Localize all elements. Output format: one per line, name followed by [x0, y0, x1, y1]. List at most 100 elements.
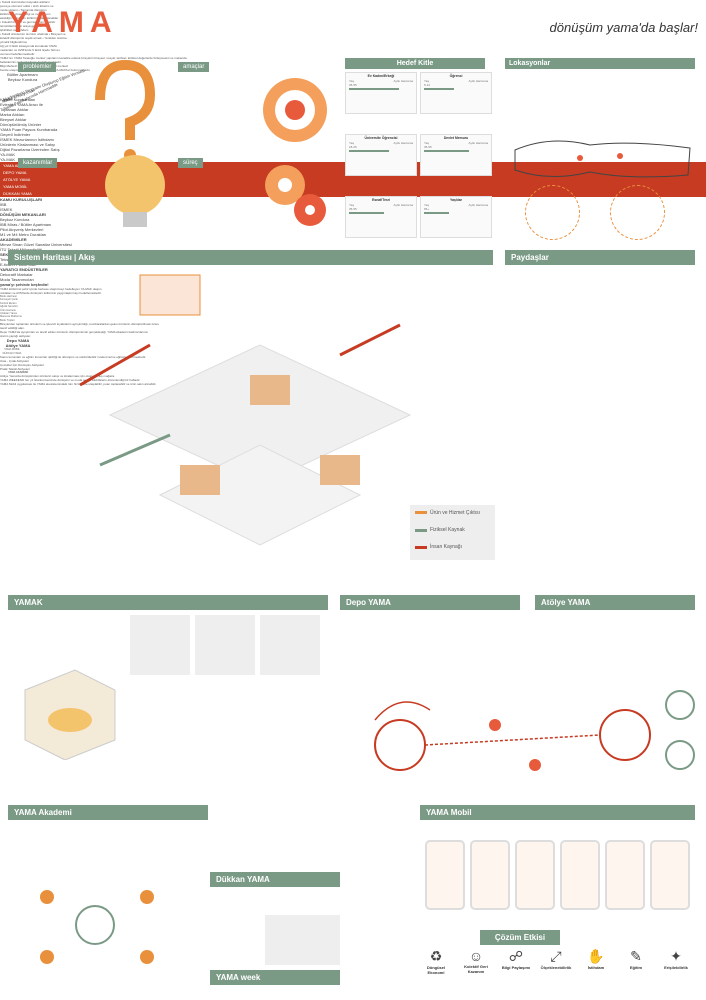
surec-text: Ağ yol 3 farklı lokasyonda kurulacak YAM… — [0, 44, 60, 56]
yamak-caption: yama'yı şehirde keşfedin! — [0, 282, 49, 287]
problemler-text: • Tekstil üretiminden kaynaklı atıkların… — [0, 0, 59, 20]
people-icon: ☺ — [468, 948, 484, 964]
paydas-item: M1 ve M4 Metro Durakları — [0, 232, 47, 237]
atolye-section: Atölye YAMA Depo YAMA'da ayrıştırılan ve… — [0, 330, 706, 610]
logo: YAMA — [8, 6, 118, 39]
intro-section: problemler • Tekstil üretiminden kaynakl… — [0, 0, 706, 227]
map-label: Ürünlerin Kiralanması ve Satışı — [0, 142, 56, 147]
phone-screen — [650, 840, 690, 910]
phone-screen — [425, 840, 465, 910]
satellite-node — [40, 950, 54, 964]
week-title: YAMA week — [210, 970, 340, 985]
map-label: Kıyafet Kumbaraları — [0, 97, 36, 102]
slogan: dönüşüm yama'da başlar! — [549, 20, 698, 35]
location-circle — [525, 185, 580, 240]
legend-item: İnsan Kaynağı — [430, 544, 462, 550]
yamak-part: Uzaktan Yama — [0, 312, 17, 316]
flow-diagram — [374, 690, 695, 771]
phone-screen — [560, 840, 600, 910]
map-label: YAMA Puan Paysos Kumbarada Geçerli İndir… — [0, 127, 58, 137]
cozum-item: ✋ İstihdam — [578, 948, 614, 970]
kazanimlar-label: kazanımlar — [18, 158, 58, 168]
legend-item: Ürün ve Hizmet Çıktısı — [430, 510, 481, 516]
yamak-part: Kontrol Ekranı — [0, 301, 17, 305]
kazanimlar-text: • Kolektif ürünler ve geri kazanım • Sek… — [0, 20, 56, 32]
phone-screen — [605, 840, 645, 910]
akademi-node-label: YAMA AKADEMİ — [7, 371, 29, 375]
education-icon: ✎ — [630, 948, 642, 964]
sistem-title: Sistem Haritası | Akış — [8, 250, 493, 265]
target-illustration — [263, 78, 327, 142]
paydaslar-title: Paydaşlar — [505, 250, 695, 265]
work-icon: ✋ — [587, 948, 605, 964]
yamak-scene — [260, 615, 320, 675]
paydas-item: İBB — [0, 202, 7, 207]
mobil-title: YAMA Mobil — [420, 805, 695, 820]
yamak-part: Konveyör Çarkı — [0, 298, 18, 302]
isometric-map — [79, 274, 412, 546]
paydas-group: KAMU KURULUŞLARI — [0, 197, 42, 202]
map-label: Bireysel Atıklar — [0, 117, 27, 122]
mobil-text: YAMA Mobil uygulaması ile YAMA ekosistem… — [0, 382, 157, 387]
lokasyon-title: Lokasyonlar — [505, 58, 695, 69]
yamak-title: YAMAK — [8, 595, 328, 610]
arrow-icon — [415, 529, 427, 532]
dukkan-title: Dükkan YAMA — [210, 872, 340, 887]
cozum-item: ✦ Erişilebilirlik — [658, 948, 694, 970]
zone-label: YAMA MOBİL — [0, 183, 706, 190]
akademi-item: Çocuklar İçin Dönüşüm Atölyeleri — [0, 363, 45, 368]
cozum-item: ☍ Bilgi Paylaşımı — [498, 948, 534, 970]
map-label: Marka Atıkları — [0, 112, 25, 117]
akademi-text: Kamu kurumları ve eğitim kurumları işbir… — [0, 355, 147, 360]
atolye-text: Depo YAMA'da ayrıştırılan ve tasnif edil… — [0, 330, 149, 339]
dukkan-illustration — [265, 915, 340, 965]
dukkan-text: Atölye Yama'da dönüştürülen ürünlerin sa… — [0, 374, 116, 379]
depo-text: Bireylerden toplanılan ürünlerin ve işle… — [0, 322, 160, 331]
flow-node: Depo YAMA — [6, 338, 30, 344]
yamak-scene — [195, 615, 255, 675]
map-label: Evlerden YAMA Aracı ile Toplanan Atıklar — [0, 102, 43, 112]
depo-section: Depo YAMA Bireylerden toplanılan ürünler… — [0, 322, 706, 610]
flow-node: DÜKKAN YAMA — [2, 351, 22, 355]
paydas-item: Pilot Alışveriş Merkezleri — [0, 227, 44, 232]
paydas-item: Dekoratif Markalar — [0, 272, 33, 277]
arrow-icon — [415, 546, 427, 549]
akademi-item: Usta - Çırak Atölyeleri — [0, 359, 30, 364]
paydas-group: DÖNÜŞÜM MEKANLARI — [0, 212, 46, 217]
akademi-section: YAMA Akademi Kamu kurumları ve eğitim ku… — [0, 355, 706, 964]
cozum-item: ☺ Kolektif Geri Kazanım — [458, 948, 494, 974]
map-label: YA-MAK — [0, 157, 16, 162]
yamak-text: YAMA kültürünü şehir içinde herkese ulaş… — [0, 287, 102, 295]
istanbul-map — [514, 140, 691, 178]
flow-node: YAMA MOBİL — [4, 348, 20, 352]
satellite-node — [140, 890, 154, 904]
atolye-title: Atölye YAMA — [535, 595, 695, 610]
satellite-node — [40, 890, 54, 904]
share-icon: ☍ — [508, 948, 524, 964]
yamak-part: Ürün Haznesi — [0, 308, 16, 312]
amaclar-label: amaçlar — [178, 62, 210, 72]
flow-node: Atölye YAMA — [5, 343, 31, 349]
paydas-item: İTÜ Tekstil Mühendisliği — [0, 247, 42, 252]
cozum-item: ⤢ Ölçeklenebilirlik — [538, 948, 574, 970]
paydas-group: AKADEMİLER — [0, 237, 27, 242]
location-circle — [610, 185, 665, 240]
amaclar-text: • Tekstil ürünlerinin ömrünü uzatmak • B… — [0, 32, 67, 44]
paydas-item: İBB Miras / Bültler Apartmanı — [0, 222, 52, 227]
map-label: Dönüştürülmüş Ürünler — [0, 122, 42, 127]
yamak-machine — [24, 669, 116, 760]
phone-screen — [470, 840, 510, 910]
cozum-title: Çözüm Etkisi — [480, 930, 560, 945]
paydas-item: İSMEK — [0, 207, 13, 212]
cozum-item: ✎ Eğitim — [618, 948, 654, 970]
problemler-label: problemler — [18, 62, 57, 72]
akademi-node — [75, 905, 115, 945]
paydas-group: YARATICI ENDÜSTRİLER — [0, 267, 48, 272]
yamak-part: Bodu Hazinesi — [0, 295, 17, 298]
paydas-item: Mimar Sinan Güzel Sanatlar Üniversitesi — [0, 242, 72, 247]
